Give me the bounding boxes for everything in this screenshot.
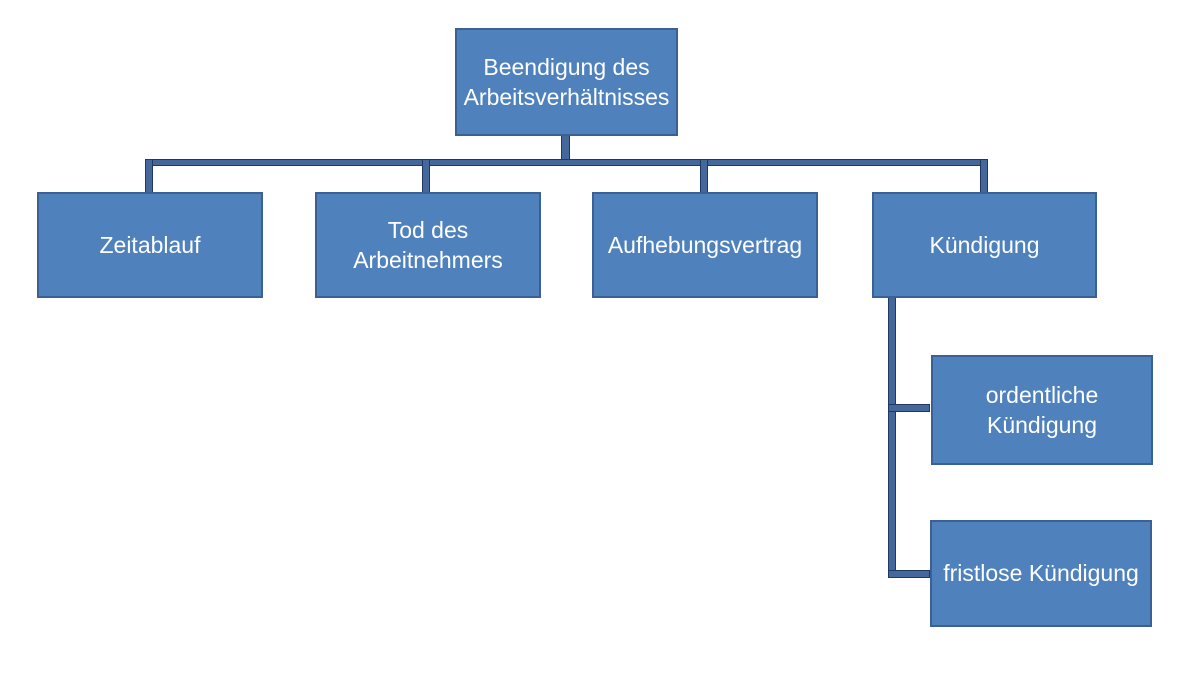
node-zeitablauf: Zeitablauf	[37, 192, 263, 298]
node-fristlose-kuendigung: fristlose Kündigung	[930, 520, 1152, 627]
connector-drop-kuendigung	[980, 159, 988, 193]
node-tod-des-arbeitnehmers: Tod des Arbeitnehmers	[315, 192, 541, 298]
connector-kuendigung-vertical	[888, 297, 896, 578]
node-label: fristlose Kündigung	[943, 560, 1139, 587]
node-aufhebungsvertrag: Aufhebungsvertrag	[592, 192, 818, 298]
node-label: Tod des Arbeitnehmers	[353, 216, 503, 273]
node-beendigung-des-arbeitsverhaeltnisses: Beendigung des Arbeitsverhältnisses	[455, 28, 678, 136]
node-label: Kündigung	[929, 231, 1040, 258]
node-label: Zeitablauf	[99, 231, 201, 258]
connector-drop-tod-des-arbeitnehmers	[422, 159, 430, 193]
node-kuendigung: Kündigung	[872, 192, 1097, 298]
connector-horizontal-rail	[145, 159, 988, 166]
node-label: Aufhebungsvertrag	[607, 231, 803, 258]
connector-stub-ordentliche-kuendigung	[888, 404, 930, 412]
node-ordentliche-kuendigung: ordentliche Kündigung	[931, 355, 1153, 465]
connector-drop-aufhebungsvertrag	[700, 159, 708, 193]
connector-stub-fristlose-kuendigung	[888, 570, 930, 578]
node-label: Beendigung des Arbeitsverhältnisses	[463, 53, 670, 110]
connector-drop-zeitablauf	[145, 159, 153, 193]
node-label: ordentliche Kündigung	[985, 381, 1099, 438]
